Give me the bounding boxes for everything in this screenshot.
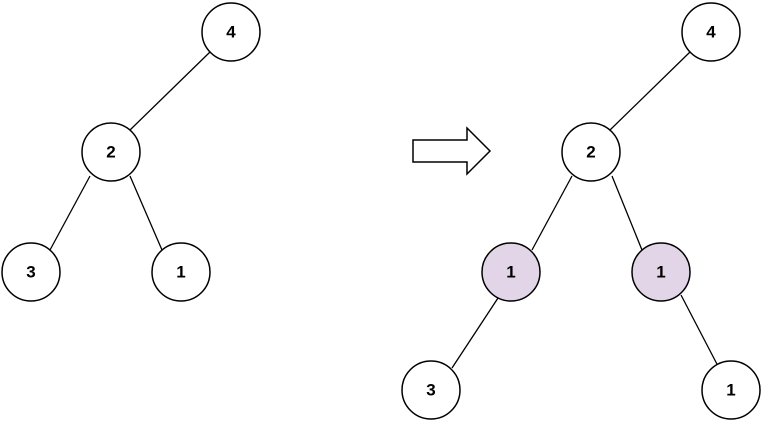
edge-2-1: [129, 175, 163, 251]
tree-node: 3: [1, 242, 61, 302]
node-label: 3: [26, 263, 35, 282]
node-circle: [1, 242, 61, 302]
node-label: 1: [656, 263, 665, 282]
before-tree-edges: [49, 51, 211, 251]
node-label: 4: [226, 23, 236, 42]
node-circle: [201, 2, 261, 62]
tree-node: 1: [151, 242, 211, 302]
after-tree: 4 2 1 1 3 1: [401, 2, 761, 420]
tree-node: 4: [201, 2, 261, 62]
node-circle: [401, 360, 461, 420]
node-circle: [81, 122, 141, 182]
inserted-tree-node: 1: [481, 242, 541, 302]
inserted-tree-node: 1: [631, 242, 691, 302]
node-circle: [701, 360, 761, 420]
node-label: 1: [726, 381, 735, 400]
tree-node: 4: [681, 2, 741, 62]
tree-node: 1: [701, 360, 761, 420]
edge-2-3: [49, 175, 91, 251]
edge-2-1: [611, 175, 643, 251]
edge-1-3: [451, 294, 501, 369]
edge-4-2: [609, 51, 691, 131]
right-arrow-icon: [412, 126, 492, 176]
tree-node: 2: [561, 122, 621, 182]
tree-node: 2: [81, 122, 141, 182]
node-circle: [681, 2, 741, 62]
edge-4-2: [129, 51, 211, 131]
node-label: 3: [426, 381, 435, 400]
node-circle: [561, 122, 621, 182]
edge-2-1: [531, 175, 573, 251]
node-circle: [631, 242, 691, 302]
after-tree-edges: [451, 51, 720, 369]
node-label: 1: [506, 263, 515, 282]
node-label: 2: [586, 143, 595, 162]
tree-node: 3: [401, 360, 461, 420]
before-tree: 4 2 3 1: [1, 2, 261, 302]
node-circle: [151, 242, 211, 302]
edge-1-1: [680, 294, 720, 369]
node-label: 1: [176, 263, 185, 282]
node-circle: [481, 242, 541, 302]
node-label: 2: [106, 143, 115, 162]
node-label: 4: [706, 23, 716, 42]
